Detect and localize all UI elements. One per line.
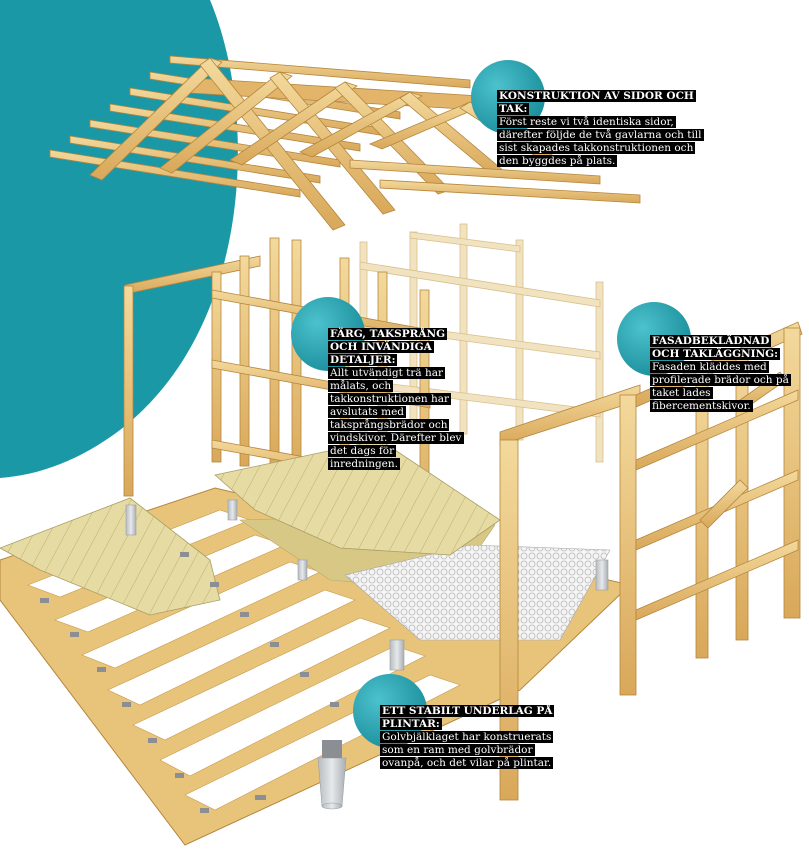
callout-facade: FASADBEKLÄDNAD OCH TAKLÄGGNING: Fasaden … — [650, 335, 800, 413]
callout-roof-body: Först reste vi två identiska sidor, däre… — [497, 116, 704, 167]
callout-roof: KONSTRUKTION AV SIDOR OCH TAK: Först res… — [497, 90, 704, 168]
plinths — [125, 499, 609, 810]
callout-paint-title: FÄRG, TAKSPRÅNG OCH INVÄNDIGA DETALJER: — [328, 328, 448, 366]
callout-roof-title: KONSTRUKTION AV SIDOR OCH TAK: — [497, 90, 696, 115]
roof-structure — [49, 55, 641, 231]
joist-brackets — [40, 552, 339, 813]
callout-base: ETT STABILT UNDERLAG PÅ PLINTAR: Golvbjä… — [380, 705, 555, 770]
callout-facade-title: FASADBEKLÄDNAD OCH TAKLÄGGNING: — [650, 335, 781, 360]
floor-platform — [0, 439, 632, 846]
floorboards-left — [0, 497, 221, 616]
callout-base-body: Golvbjälklaget har konstruerats som en r… — [380, 731, 554, 769]
callout-paint-body: Allt utvändigt trä har målats, och takko… — [328, 367, 464, 470]
callout-base-title: ETT STABILT UNDERLAG PÅ PLINTAR: — [380, 705, 555, 730]
callout-facade-body: Fasaden kläddes med profilerade brädor o… — [650, 361, 791, 412]
plinth-bracket — [322, 740, 342, 758]
callout-paint: FÄRG, TAKSPRÅNG OCH INVÄNDIGA DETALJER: … — [328, 328, 464, 471]
